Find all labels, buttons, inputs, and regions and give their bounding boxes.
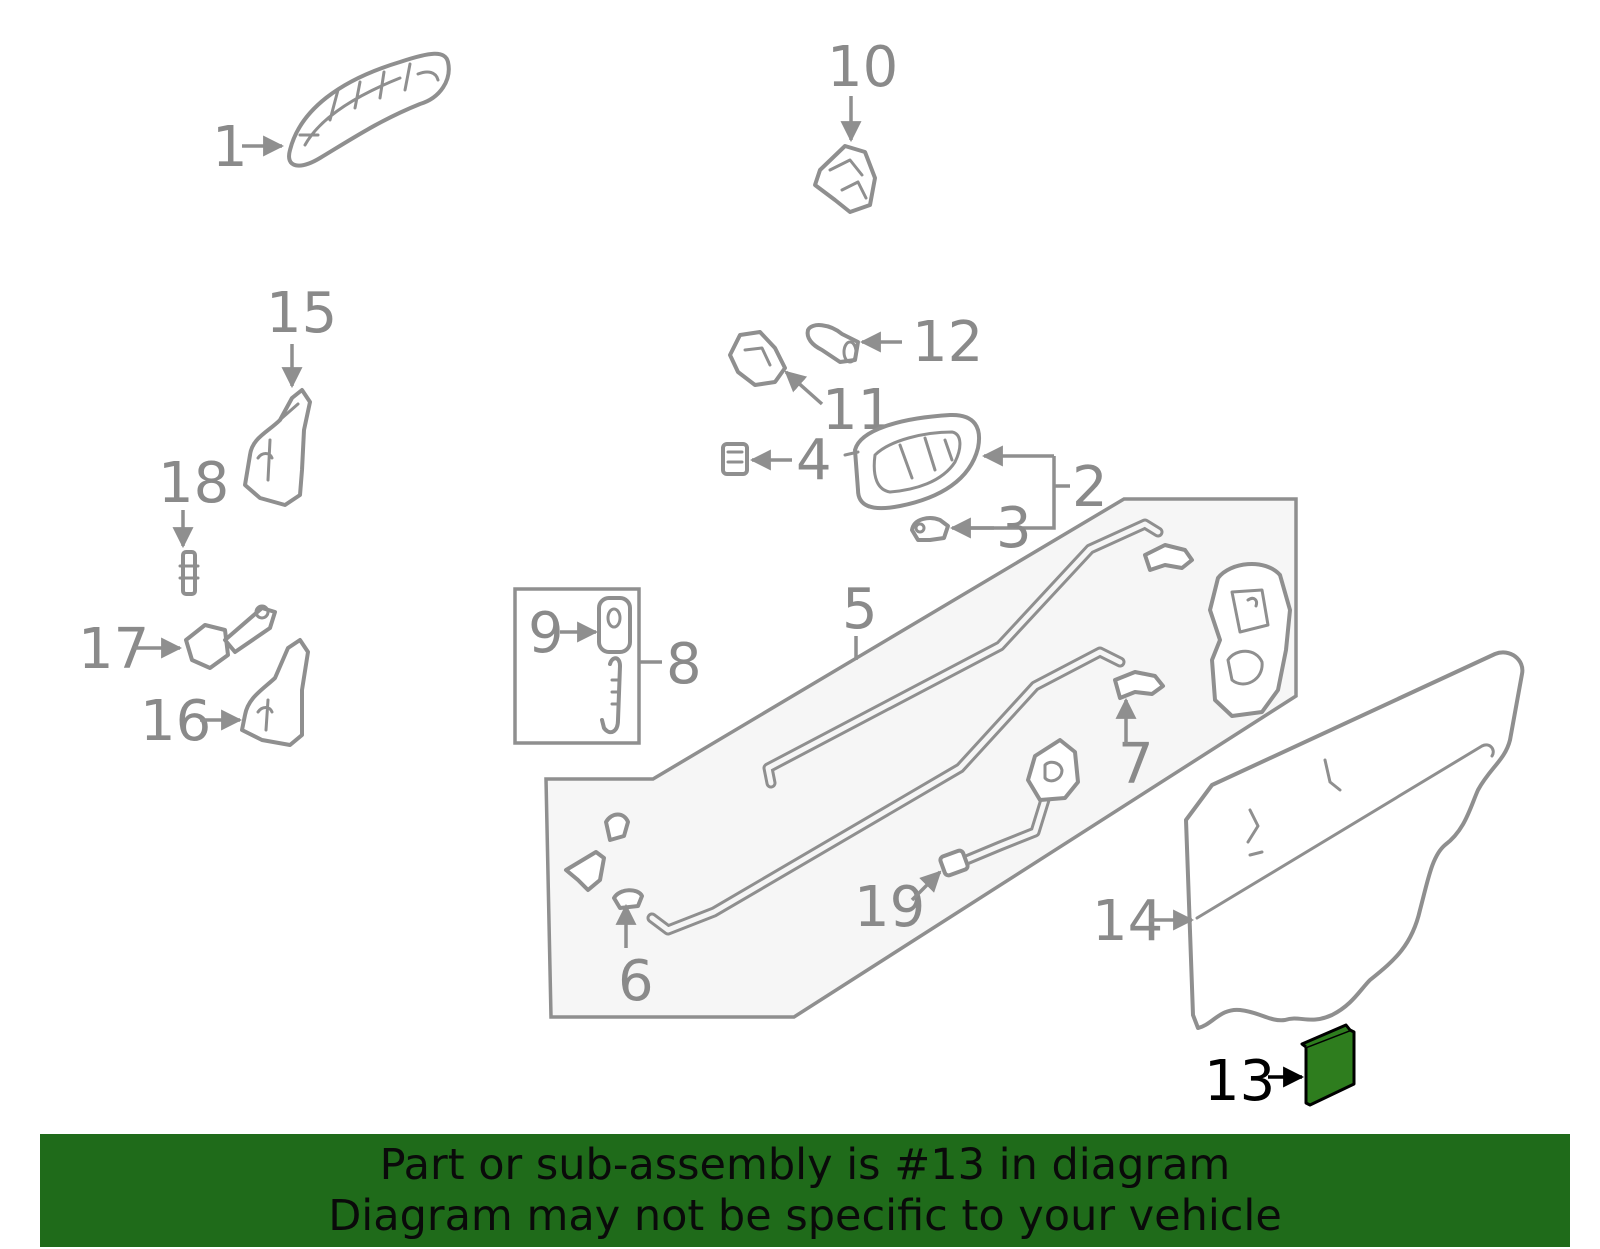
part-2-inside-handle (843, 412, 981, 511)
part-15-upper-hinge (243, 388, 312, 507)
part-4-clip (721, 442, 749, 476)
callout-2: 2 (1072, 455, 1108, 520)
leader-11 (784, 370, 824, 406)
callout-16: 16 (140, 689, 211, 754)
part-13-highlighted (1300, 1023, 1356, 1107)
part-9-knob (597, 596, 632, 654)
callout-1: 1 (212, 115, 248, 180)
callout-10: 10 (827, 35, 898, 100)
part-14-watershield (1184, 650, 1525, 1030)
callout-4: 4 (796, 428, 832, 493)
callout-19: 19 (854, 875, 925, 940)
part-8-lock-rod (600, 656, 622, 735)
banner-line-1: Part or sub-assembly is #13 in diagram (379, 1140, 1231, 1190)
banner-line-2: Diagram may not be specific to your vehi… (328, 1191, 1282, 1241)
callout-7: 7 (1118, 732, 1154, 797)
part-8-box (513, 587, 641, 745)
callout-15: 15 (266, 281, 337, 346)
callout-8: 8 (666, 632, 702, 697)
part-3-bezel-clip (910, 516, 950, 542)
part-18-hinge-pin (178, 550, 200, 596)
part-1-outside-handle (287, 51, 451, 168)
callout-13: 13 (1204, 1049, 1275, 1114)
callout-9: 9 (528, 601, 564, 666)
callout-18: 18 (158, 451, 229, 516)
callout-6: 6 (618, 949, 654, 1014)
callout-12: 12 (912, 310, 983, 375)
callout-3: 3 (996, 496, 1032, 561)
part-10-lock-cylinder (813, 144, 877, 214)
callout-5: 5 (842, 577, 878, 642)
info-banner: Part or sub-assembly is #13 in diagram D… (40, 1134, 1570, 1247)
leader-19 (910, 870, 942, 902)
part-16-lower-hinge (240, 638, 310, 747)
part-5-latch-assembly (544, 497, 1298, 1019)
part-11-bracket (728, 330, 787, 387)
part-12-switch (805, 323, 860, 364)
part-17-door-check (184, 604, 277, 670)
